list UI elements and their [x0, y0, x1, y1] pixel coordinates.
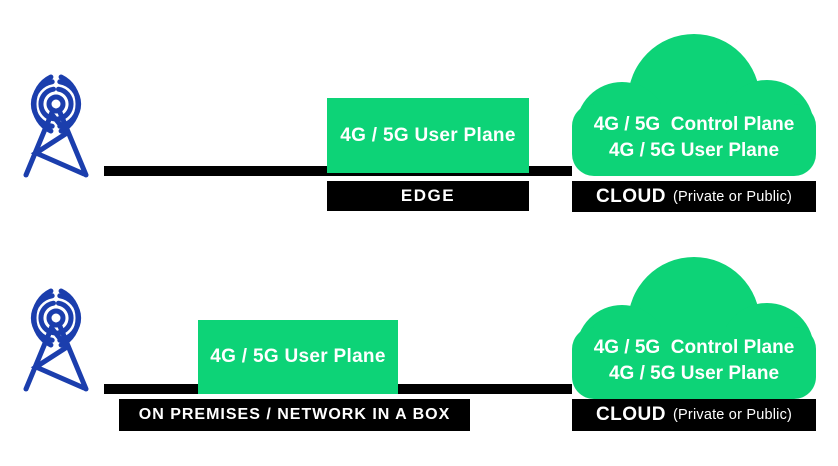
edge-label: EDGE	[400, 186, 456, 205]
user-plane-label: 4G / 5G User Plane	[608, 140, 780, 161]
cloud-sublabel: (Private or Public)	[673, 407, 793, 423]
user-plane-label: 4G / 5G User Plane	[608, 363, 780, 384]
cloud-planes-text: 4G / 5G Control Plane 4G / 5G User Plane	[572, 335, 816, 387]
cloud-location-bar: CLOUD (Private or Public)	[572, 399, 816, 431]
cloud-sublabel: (Private or Public)	[673, 188, 793, 205]
cloud-icon	[572, 257, 816, 399]
premises-location-bar: ON PREMISES / NETWORK IN A BOX	[119, 399, 470, 431]
cell-tower-icon	[12, 288, 100, 392]
cell-tower-icon	[23, 74, 89, 178]
premises-label: ON PREMISES / NETWORK IN A BOX	[138, 406, 451, 423]
cell-tower-icon	[12, 74, 100, 178]
cloud-icon	[572, 34, 816, 176]
cloud-label: CLOUD	[595, 185, 667, 207]
control-plane-label: 4G / 5G Control Plane	[593, 114, 795, 135]
cell-tower-icon	[23, 288, 89, 392]
user-plane-label: 4G / 5G User Plane	[210, 346, 386, 367]
user-plane-label: 4G / 5G User Plane	[340, 124, 516, 146]
cloud-planes-text: 4G / 5G Control Plane 4G / 5G User Plane	[572, 112, 816, 164]
user-plane-box-premises: 4G / 5G User Plane	[198, 320, 398, 394]
control-plane-label: 4G / 5G Control Plane	[593, 337, 795, 358]
cloud-shape-edge-row: 4G / 5G Control Plane 4G / 5G User Plane	[572, 28, 816, 176]
user-plane-box-edge: 4G / 5G User Plane	[327, 98, 529, 173]
cloud-location-bar: CLOUD (Private or Public)	[572, 181, 816, 212]
edge-location-bar: EDGE	[327, 181, 529, 211]
cloud-label: CLOUD	[595, 404, 667, 425]
cloud-shape-premises-row: 4G / 5G Control Plane 4G / 5G User Plane	[572, 251, 816, 399]
